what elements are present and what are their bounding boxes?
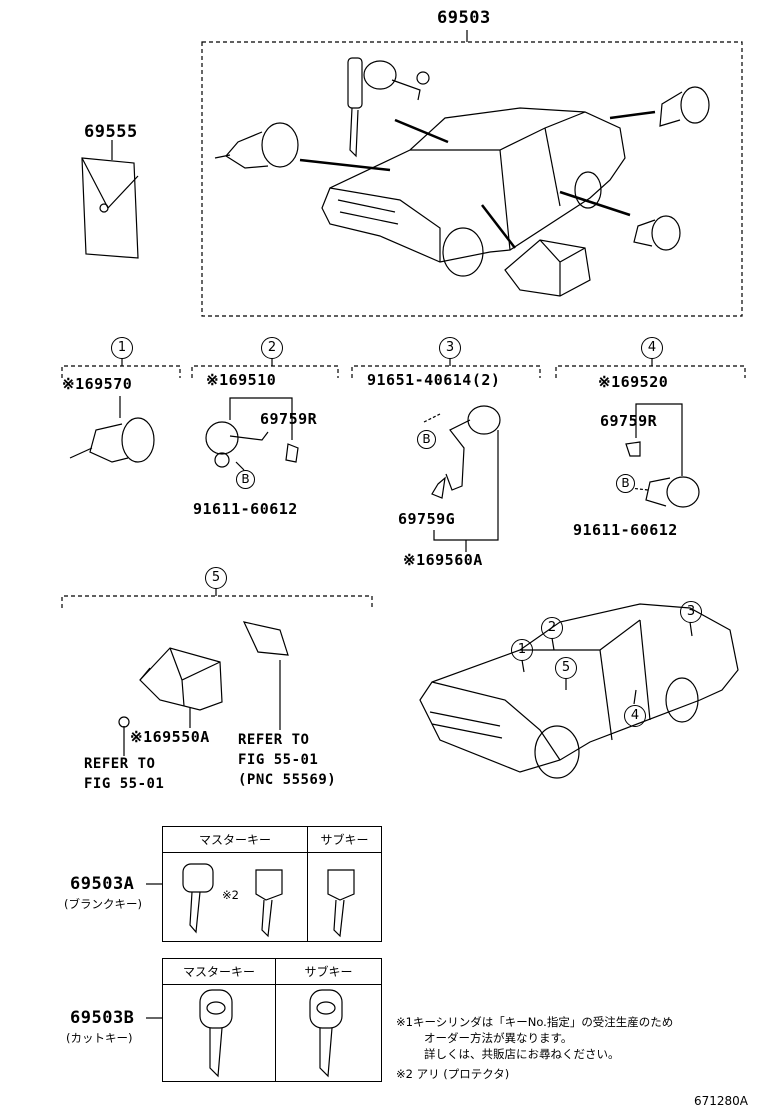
keys-a-subtitle: (ブランクキー) [64,897,142,911]
note-1-line-3: 詳しくは、共販店にお尋ねください。 [424,1047,620,1061]
group-4-marker: 4 [641,337,663,359]
part-number-69503: 69503 [437,8,491,28]
ignition-key-cylinder-sketch [347,57,430,158]
group4-part: ※169520 [598,373,669,391]
key-table-b: マスターキー サブキー [162,958,382,1082]
group2-part: ※169510 [206,371,277,389]
group3-sub1: 69759G [398,510,456,528]
car-marker-5: 5 [555,657,577,679]
group5-ref2-line3: (PNC 55569) [238,772,337,788]
group5-lock-sketch [118,621,289,756]
key-table-a: マスターキー サブキー [162,826,382,942]
group5-ref2-line2: FIG 55-01 [238,752,319,768]
group5-ref2-line1: REFER TO [238,732,310,748]
group5-ref1-line1: REFER TO [84,756,156,772]
keys-a-note-mark: ※2 [222,888,239,902]
car-marker-3: 3 [680,601,702,623]
car-marker-2: 2 [541,617,563,639]
door-lock-cylinder-sketch-left [214,122,299,169]
car-outline-bottom [419,603,739,779]
keys-b-subtitle: (カットキー) [66,1031,133,1045]
figure-id: 671280A [694,1094,749,1108]
group5-ref1-line2: FIG 55-01 [84,776,165,792]
note-1-line-2: オーダー方法が異なります。 [424,1031,573,1045]
note-1-line-1: ※1キーシリンダは「キーNo.指定」の受注生産のため [396,1015,674,1029]
rear-door-lock-cylinder-sketch [633,215,681,251]
keys-b-master-header: マスターキー [162,958,276,985]
car-marker-4: 4 [624,705,646,727]
car-marker-1: 1 [511,639,533,661]
part-number-69503B: 69503B [70,1008,135,1028]
part-number-69503A: 69503A [70,874,135,894]
trunk-lock-cylinder-sketch [659,86,710,127]
group3-sub2: ※169560A [403,551,483,569]
group5-part: ※169550A [130,728,210,746]
group4-bolt-marker: B [616,474,635,493]
note-2: ※2 アリ (プロテクタ) [396,1067,510,1081]
group1-part: ※169570 [62,375,133,393]
group-2-marker: 2 [261,337,283,359]
group1-cylinder-sketch [69,396,155,463]
group3-cylinder-sketch [423,405,501,552]
main-assembly-frame [201,41,743,317]
group-5-marker: 5 [205,567,227,589]
group2-sub1: 69759R [260,410,318,428]
group4-sub2: 91611-60612 [573,521,678,539]
group3-part: 91651-40614(2) [367,371,501,389]
group3-bolt-marker: B [417,430,436,449]
group-1-marker: 1 [111,337,133,359]
group4-sub1: 69759R [600,412,658,430]
keys-b-sub-header: サブキー [275,958,382,985]
key-pad-part [81,157,139,259]
part-number-69555: 69555 [84,122,138,142]
group2-cylinder-sketch [205,397,299,471]
group-3-marker: 3 [439,337,461,359]
keys-a-sub-header: サブキー [307,826,382,853]
group2-bolt-marker: B [236,470,255,489]
group2-sub2: 91611-60612 [193,500,298,518]
group4-cylinder-sketch [625,403,700,508]
keys-a-master-header: マスターキー [162,826,308,853]
glovebox-lock-sketch [504,239,591,297]
